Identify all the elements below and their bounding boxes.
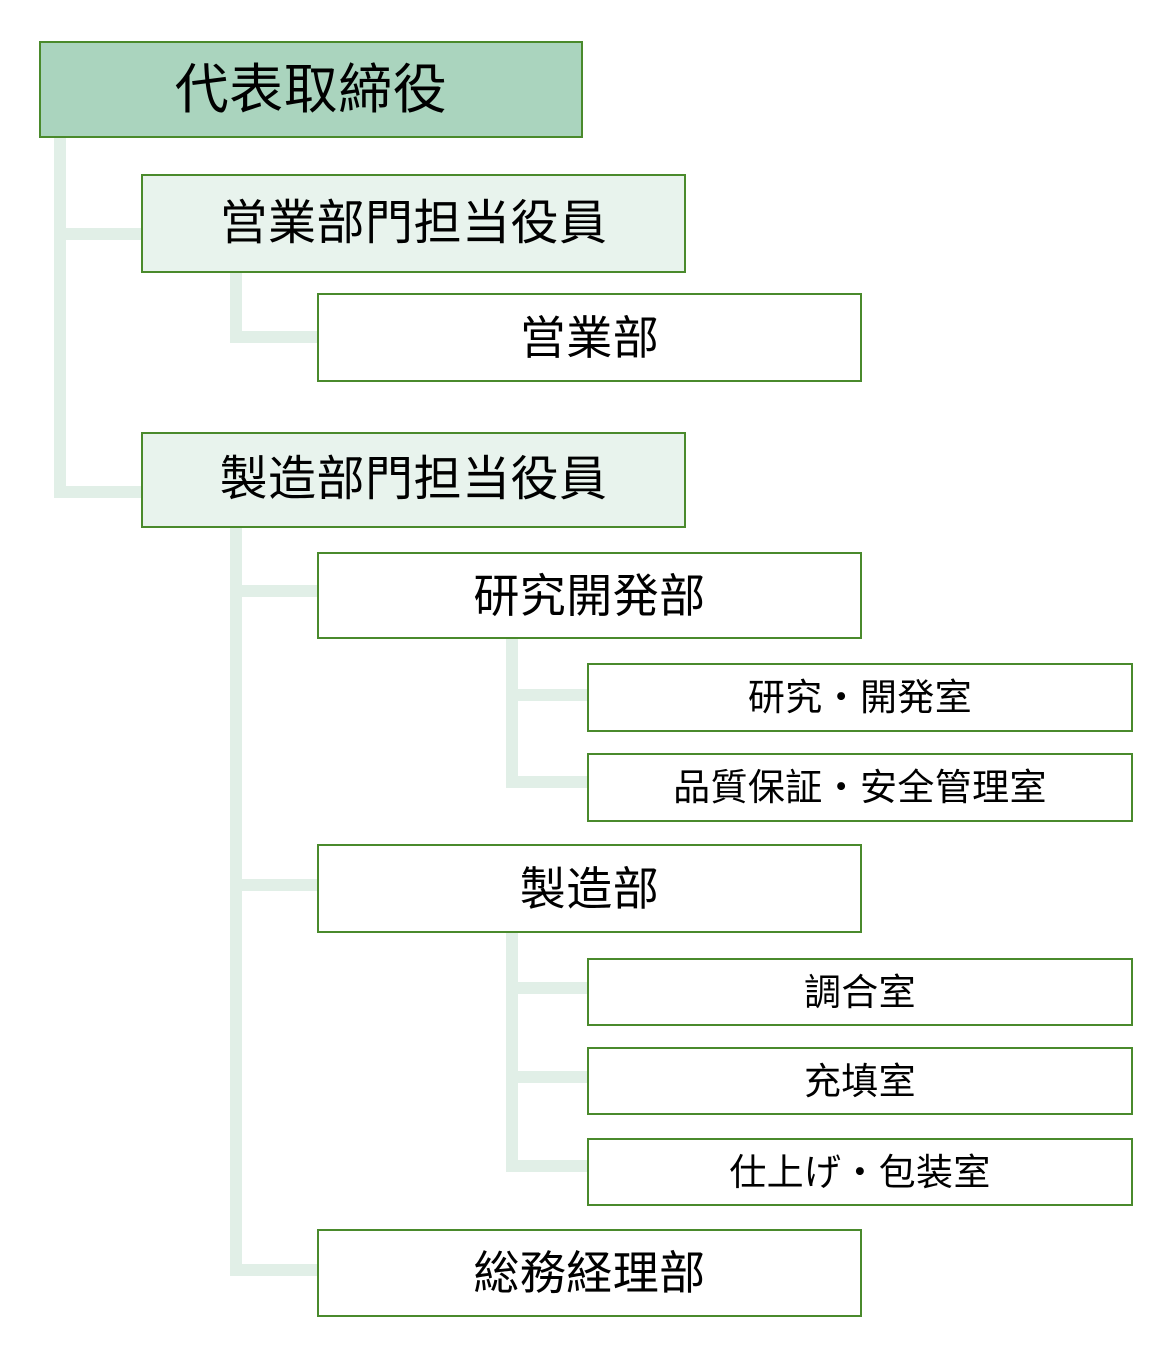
connector-branch-compounding [506, 982, 587, 994]
org-node-label: 充填室 [803, 1060, 917, 1102]
connector-branch-filling [506, 1071, 587, 1083]
org-node-label: 営業部門担当役員 [219, 196, 608, 250]
connector-trunk-mfg-exec [230, 528, 242, 1276]
connector-branch-qa-office [506, 776, 587, 788]
connector-branch-ga-dept [230, 1264, 317, 1276]
org-node-label: 営業部 [519, 311, 660, 364]
org-node-label: 研究・開発室 [747, 677, 973, 718]
connector-trunk-mfg-dept [506, 933, 518, 1172]
org-node-rd-dept: 研究開発部 [317, 552, 862, 639]
connector-branch-mfg-dept [230, 879, 317, 891]
connector-trunk-ceo [54, 138, 66, 498]
connector-trunk-rd-dept [506, 639, 518, 788]
org-node-sales-exec: 営業部門担当役員 [141, 174, 686, 273]
org-node-label: 製造部 [519, 862, 660, 915]
org-node-label: 仕上げ・包装室 [729, 1151, 991, 1193]
org-node-ceo: 代表取締役 [39, 41, 583, 138]
connector-branch-mfg-exec [54, 486, 141, 498]
org-node-label: 代表取締役 [174, 59, 448, 120]
org-node-mfg-exec: 製造部門担当役員 [141, 432, 686, 528]
org-node-label: 調合室 [803, 971, 917, 1013]
org-node-label: 総務経理部 [473, 1247, 706, 1299]
connector-branch-sales-exec [54, 228, 141, 240]
connector-branch-finishing [506, 1160, 587, 1172]
org-node-finishing-packaging-room: 仕上げ・包装室 [587, 1138, 1133, 1206]
connector-branch-rd-dept [230, 585, 317, 597]
org-node-qa-safety-office: 品質保証・安全管理室 [587, 753, 1133, 822]
org-node-filling-room: 充填室 [587, 1047, 1133, 1115]
org-node-label: 品質保証・安全管理室 [673, 767, 1047, 808]
org-node-mfg-dept: 製造部 [317, 844, 862, 933]
org-node-rd-office: 研究・開発室 [587, 663, 1133, 732]
org-node-sales-dept: 営業部 [317, 293, 862, 382]
connector-branch-rd-office [506, 689, 587, 701]
connector-branch-sales-dept [230, 331, 317, 343]
org-node-compounding-room: 調合室 [587, 958, 1133, 1026]
org-node-label: 製造部門担当役員 [219, 453, 608, 506]
org-node-label: 研究開発部 [473, 569, 706, 622]
org-node-general-affairs-accounting-dept: 総務経理部 [317, 1229, 862, 1317]
connector-trunk-sales-exec [230, 273, 242, 343]
